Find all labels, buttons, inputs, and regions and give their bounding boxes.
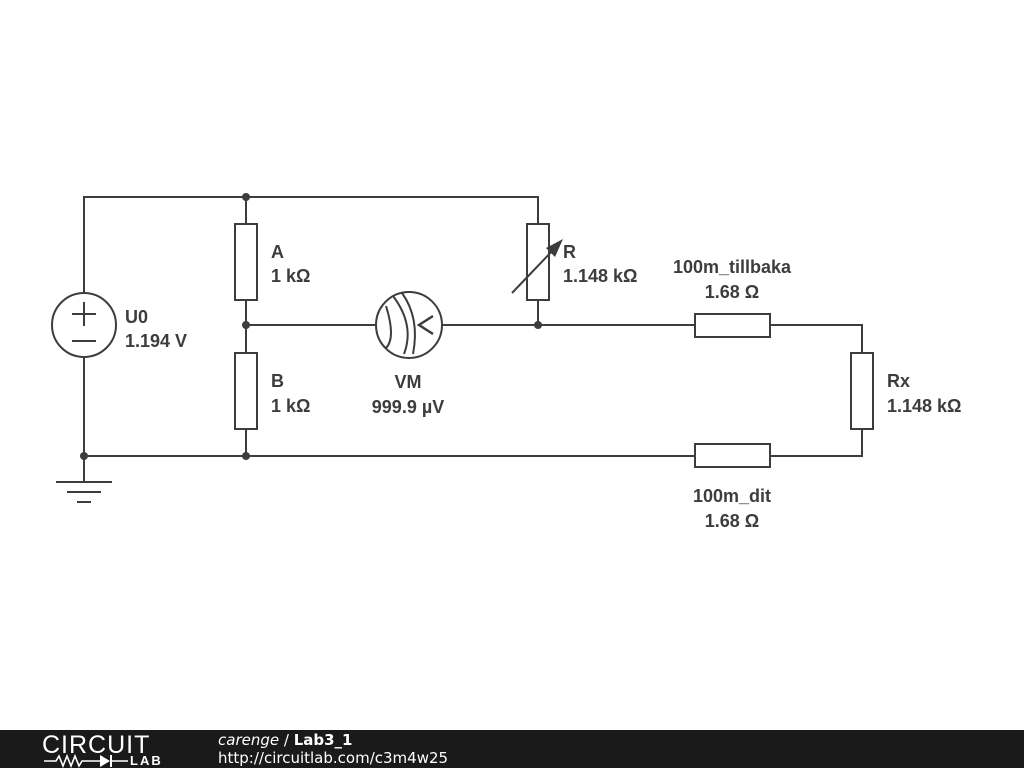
credit-line: carenge / Lab3_1 bbox=[218, 731, 448, 749]
circuit-credit: carenge / Lab3_1 http://circuitlab.com/c… bbox=[218, 731, 448, 767]
resistor-100m-dit bbox=[694, 443, 771, 468]
a-name: A bbox=[271, 242, 284, 262]
vm-name: VM bbox=[395, 372, 422, 392]
a-value: 1 kΩ bbox=[271, 266, 310, 286]
u0-value: 1.194 V bbox=[125, 331, 187, 351]
circuitlab-logo[interactable]: CIRCUIT LAB bbox=[42, 731, 182, 768]
r-name: R bbox=[563, 242, 576, 262]
resistor-b bbox=[234, 352, 258, 430]
rx-value: 1.148 kΩ bbox=[887, 396, 962, 416]
variable-resistor-r bbox=[511, 223, 563, 301]
voltage-source-u0 bbox=[51, 292, 117, 358]
tillbaka-value: 1.68 Ω bbox=[705, 282, 759, 302]
voltmeter-vm bbox=[375, 291, 443, 359]
rx-name: Rx bbox=[887, 371, 910, 391]
tillbaka-name: 100m_tillbaka bbox=[673, 257, 792, 277]
junction-dots bbox=[80, 193, 542, 460]
resistor-rx bbox=[850, 352, 874, 430]
u0-name: U0 bbox=[125, 307, 148, 327]
credit-separator: / bbox=[279, 731, 294, 749]
logo-text-circuit: CIRCUIT bbox=[42, 731, 151, 759]
wires bbox=[83, 196, 863, 481]
ground-symbol bbox=[56, 481, 112, 503]
r-value: 1.148 kΩ bbox=[563, 266, 638, 286]
resistor-diode-icon bbox=[44, 754, 128, 768]
vm-value: 999.9 µV bbox=[372, 397, 444, 417]
b-name: B bbox=[271, 371, 284, 391]
circuit-schematic: U0 1.194 V A 1 kΩ B 1 kΩ R 1.148 kΩ VM 9… bbox=[51, 193, 962, 531]
dit-name: 100m_dit bbox=[693, 486, 771, 506]
author-link[interactable]: carenge bbox=[218, 731, 280, 749]
circuit-url-link[interactable]: http://circuitlab.com/c3m4w25 bbox=[218, 749, 449, 767]
footer-bar: CIRCUIT LAB carenge / Lab3_1 http://circ… bbox=[0, 730, 1024, 768]
resistor-a bbox=[234, 223, 258, 301]
circuit-title-link[interactable]: Lab3_1 bbox=[293, 731, 353, 749]
b-value: 1 kΩ bbox=[271, 396, 310, 416]
logo-text-lab: LAB bbox=[130, 753, 163, 768]
resistor-100m-tillbaka bbox=[694, 313, 771, 338]
dit-value: 1.68 Ω bbox=[705, 511, 759, 531]
